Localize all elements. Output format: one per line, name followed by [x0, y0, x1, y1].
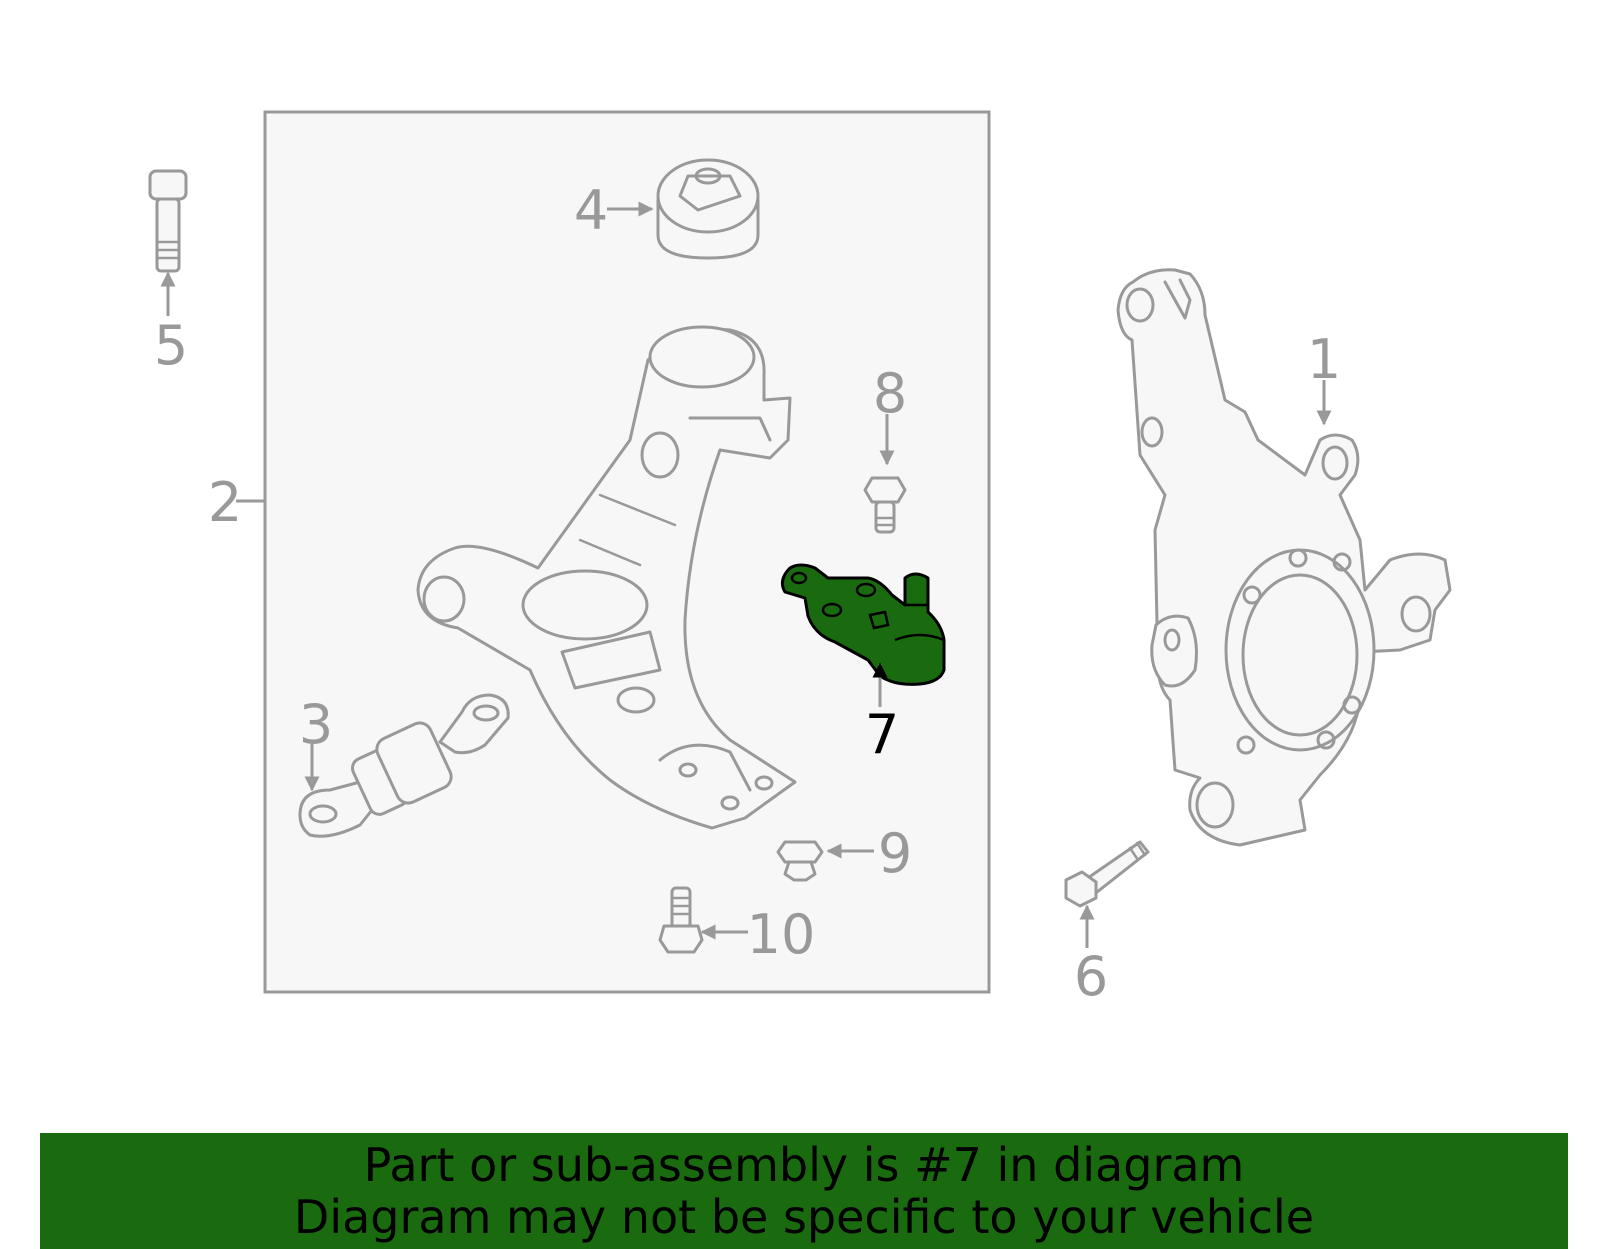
callout-10: 10: [747, 903, 816, 966]
part-1-steering-knuckle[interactable]: [1116, 268, 1452, 847]
part-2-lower-control-arm[interactable]: [416, 325, 797, 830]
part-6-bolt[interactable]: [1064, 840, 1150, 908]
part-10-bolt[interactable]: [658, 886, 704, 954]
callout-9: 9: [878, 822, 912, 885]
callout-2: 2: [208, 471, 242, 534]
callout-8: 8: [873, 362, 907, 425]
callout-3: 3: [299, 693, 333, 756]
callout-6: 6: [1074, 945, 1108, 1008]
info-banner: Part or sub-assembly is #7 in diagram Di…: [40, 1133, 1568, 1249]
callout-4: 4: [574, 179, 608, 242]
part-8-bolt[interactable]: [863, 476, 907, 534]
part-4-bushing[interactable]: [656, 158, 760, 260]
part-9-nut[interactable]: [776, 840, 824, 882]
banner-line-2: Diagram may not be specific to your vehi…: [293, 1190, 1315, 1244]
banner-line-1: Part or sub-assembly is #7 in diagram: [363, 1138, 1245, 1192]
callout-1: 1: [1307, 328, 1341, 391]
part-7-ball-joint[interactable]: [780, 563, 946, 686]
part-3-bushing-link[interactable]: [298, 693, 510, 838]
callout-7: 7: [865, 703, 899, 766]
callout-5: 5: [154, 314, 188, 377]
part-5-bolt[interactable]: [148, 169, 188, 273]
